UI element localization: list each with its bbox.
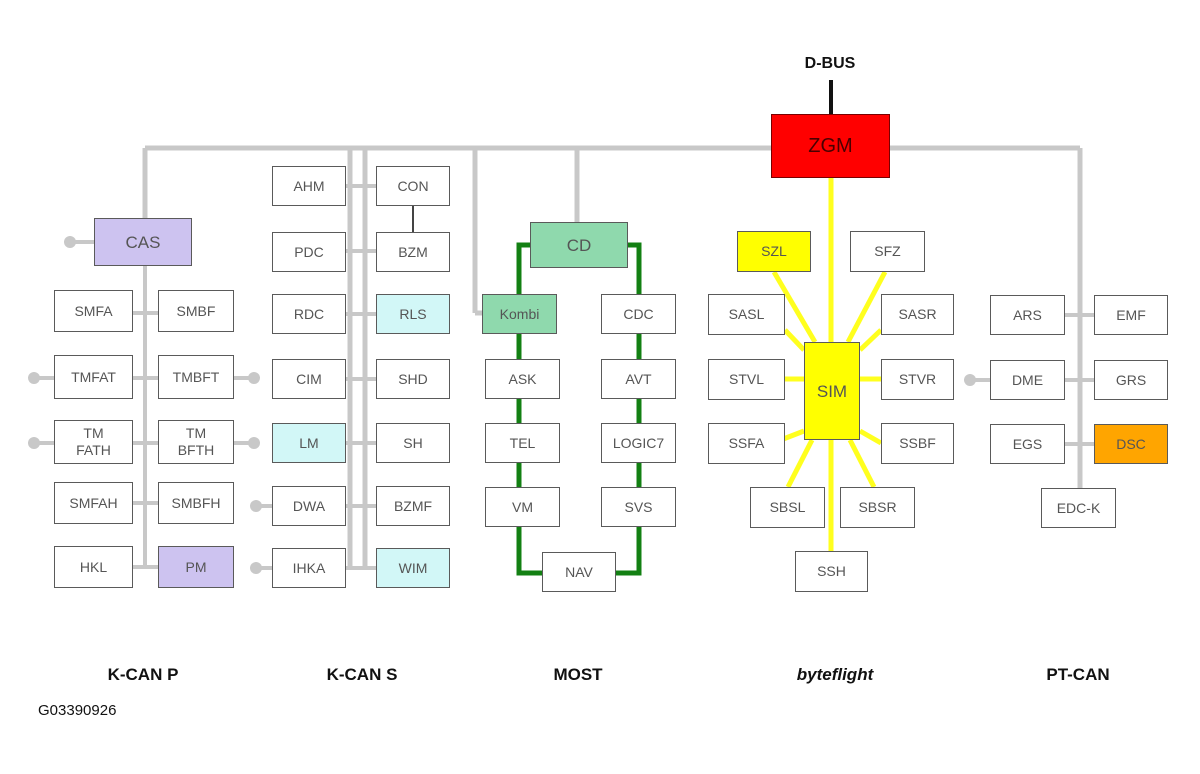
module-shd[interactable]: SHD	[376, 359, 450, 399]
module-tmfath[interactable]: TM FATH	[54, 420, 133, 464]
module-stvr[interactable]: STVR	[881, 359, 954, 400]
module-sfz[interactable]: SFZ	[850, 231, 925, 272]
module-vm[interactable]: VM	[485, 487, 560, 527]
kcan-p-lines	[34, 240, 254, 569]
bus-label-kcan-s: K-CAN S	[326, 665, 398, 684]
module-sbsl[interactable]: SBSL	[750, 487, 825, 528]
module-con[interactable]: CON	[376, 166, 450, 206]
module-sasr[interactable]: SASR	[881, 294, 954, 335]
module-ssh[interactable]: SSH	[795, 551, 868, 592]
module-logic7[interactable]: LOGIC7	[601, 423, 676, 463]
module-tmbft[interactable]: TMBFT	[158, 355, 234, 399]
module-tmfat[interactable]: TMFAT	[54, 355, 133, 399]
module-svs[interactable]: SVS	[601, 487, 676, 527]
module-smfa[interactable]: SMFA	[54, 290, 133, 332]
module-dwa[interactable]: DWA	[272, 486, 346, 526]
module-avt[interactable]: AVT	[601, 359, 676, 399]
module-cim[interactable]: CIM	[272, 359, 346, 399]
module-cd[interactable]: CD	[530, 222, 628, 268]
module-cas[interactable]: CAS	[94, 218, 192, 266]
module-sim[interactable]: SIM	[804, 342, 860, 440]
module-smbfh[interactable]: SMBFH	[158, 482, 234, 524]
bus-label-ptcan: PT-CAN	[1046, 665, 1110, 684]
bus-label-byteflight: byteflight	[796, 665, 874, 684]
module-sh[interactable]: SH	[376, 423, 450, 463]
module-dsc[interactable]: DSC	[1094, 424, 1168, 464]
module-edck[interactable]: EDC-K	[1041, 488, 1116, 528]
module-ahm[interactable]: AHM	[272, 166, 346, 206]
module-smfah[interactable]: SMFAH	[54, 482, 133, 524]
module-cdc[interactable]: CDC	[601, 294, 676, 334]
module-wim[interactable]: WIM	[376, 548, 450, 588]
module-rdc[interactable]: RDC	[272, 294, 346, 334]
module-lm[interactable]: LM	[272, 423, 346, 463]
module-szl[interactable]: SZL	[737, 231, 811, 272]
module-ihka[interactable]: IHKA	[272, 548, 346, 588]
module-pdc[interactable]: PDC	[272, 232, 346, 272]
module-bzm[interactable]: BZM	[376, 232, 450, 272]
main-bus-trunk	[142, 145, 1083, 567]
bus-label-most: MOST	[553, 665, 603, 684]
module-bzmf[interactable]: BZMF	[376, 486, 450, 526]
module-ask[interactable]: ASK	[485, 359, 560, 399]
most-ring	[516, 242, 642, 576]
module-ars[interactable]: ARS	[990, 295, 1065, 335]
module-pm[interactable]: PM	[158, 546, 234, 588]
module-emf[interactable]: EMF	[1094, 295, 1168, 335]
module-grs[interactable]: GRS	[1094, 360, 1168, 400]
bus-label-kcan-p: K-CAN P	[107, 665, 179, 684]
byteflight-star	[771, 178, 888, 551]
module-sasl[interactable]: SASL	[708, 294, 785, 335]
kcan-s-terminals	[250, 500, 262, 574]
dbus-label: D-BUS	[804, 55, 856, 72]
module-egs[interactable]: EGS	[990, 424, 1065, 464]
module-smbf[interactable]: SMBF	[158, 290, 234, 332]
module-tel[interactable]: TEL	[485, 423, 560, 463]
module-hkl[interactable]: HKL	[54, 546, 133, 588]
module-nav[interactable]: NAV	[542, 552, 616, 592]
module-rls[interactable]: RLS	[376, 294, 450, 334]
image-id-label: G03390926	[38, 702, 117, 719]
ptcan-terminal	[964, 374, 976, 386]
module-ssbf[interactable]: SSBF	[881, 423, 954, 464]
module-tmbfth[interactable]: TM BFTH	[158, 420, 234, 464]
module-kombi[interactable]: Kombi	[482, 294, 557, 334]
module-stvl[interactable]: STVL	[708, 359, 785, 400]
module-ssfa[interactable]: SSFA	[708, 423, 785, 464]
kcan-p-terminals	[28, 236, 260, 449]
module-sbsr[interactable]: SBSR	[840, 487, 915, 528]
module-zgm[interactable]: ZGM	[771, 114, 890, 178]
module-dme[interactable]: DME	[990, 360, 1065, 400]
